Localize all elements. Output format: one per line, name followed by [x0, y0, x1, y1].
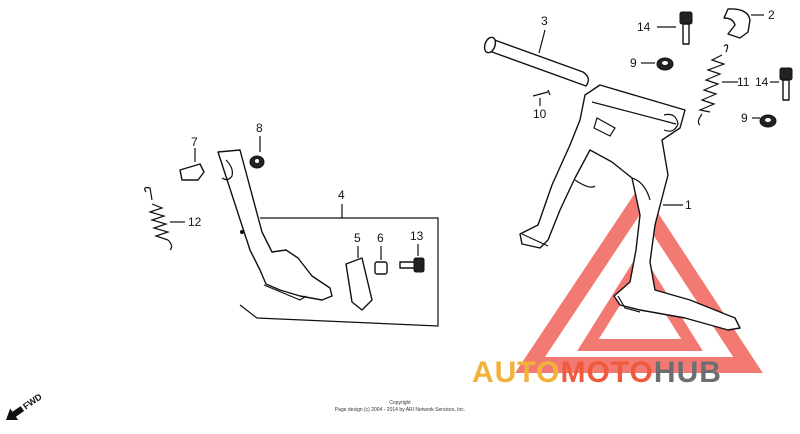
- fwd-label: FWD: [21, 391, 44, 411]
- part-7-pivot: [179, 148, 205, 181]
- callout-9-right: 9: [741, 111, 748, 125]
- callout-labels: 1 2 3 4 5 6 7 8 9 9 10 11 12 13 14 14: [188, 8, 775, 245]
- callout-1: 1: [685, 198, 692, 212]
- part-9-nut-top: [641, 57, 674, 71]
- callout-12: 12: [188, 215, 202, 229]
- part-12-spring: [144, 186, 185, 251]
- part-5-bracket: [345, 246, 373, 311]
- callout-4: 4: [338, 188, 345, 202]
- callout-7: 7: [191, 135, 198, 149]
- callout-10: 10: [533, 107, 547, 121]
- callout-9-top: 9: [630, 56, 637, 70]
- watermark-moto: MOTO: [560, 356, 653, 389]
- fwd-arrow-icon: [6, 406, 25, 420]
- part-4-box: [239, 204, 439, 327]
- callout-8: 8: [256, 121, 263, 135]
- part-3-shaft: [483, 29, 590, 87]
- part-9-nut-right: [752, 114, 777, 128]
- callout-2: 2: [768, 8, 775, 22]
- part-14-bolt-right: [770, 67, 793, 101]
- part-2-hook: [723, 8, 764, 39]
- callout-13: 13: [410, 229, 424, 243]
- copyright-line-2: Page design (c) 2004 - 2014 by ARI Netwo…: [335, 407, 465, 413]
- callout-11: 11: [737, 75, 750, 89]
- callout-6: 6: [377, 231, 384, 245]
- part-10-pin: [532, 89, 551, 106]
- part-14-bolt-top: [657, 11, 693, 45]
- callout-14-right: 14: [755, 75, 769, 89]
- part-13-bolt: [399, 244, 425, 273]
- part-8-nut: [249, 136, 265, 169]
- copyright-line-1: Copyright: [389, 400, 411, 406]
- callout-5: 5: [354, 231, 361, 245]
- watermark-auto: AUTO: [472, 356, 560, 389]
- callout-14-top: 14: [637, 20, 651, 34]
- fwd-direction-marker: FWD: [6, 391, 44, 420]
- part-1-main-stand: [519, 84, 741, 331]
- watermark-hub: HUB: [654, 356, 722, 389]
- callout-3: 3: [541, 14, 548, 28]
- watermark-logo: AUTOMOTOHUB: [472, 356, 722, 389]
- side-stand: [217, 149, 333, 301]
- part-11-spring: [697, 44, 738, 126]
- part-6-collar: [374, 246, 388, 275]
